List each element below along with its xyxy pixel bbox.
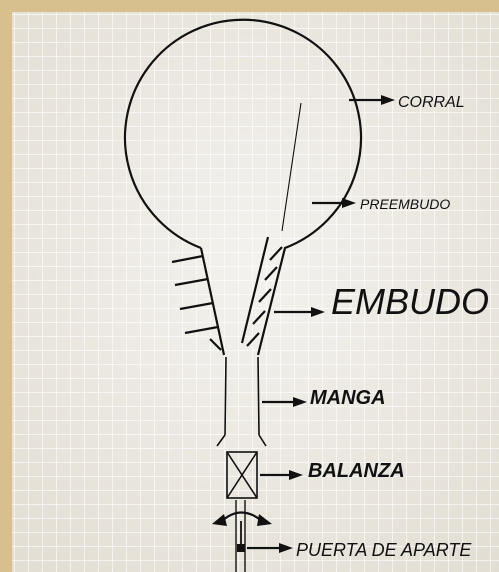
label-embudo: EMBUDO — [331, 281, 489, 322]
corral-outline — [123, 18, 363, 356]
label-arrows — [247, 95, 395, 553]
embudo-left-wall — [199, 247, 226, 356]
label-preembudo: PREEMBUDO — [360, 196, 450, 212]
embudo-left-hatching — [171, 254, 222, 351]
embudo-right-hatching — [240, 236, 283, 347]
label-balanza: BALANZA — [308, 460, 405, 482]
preembudo-line — [281, 102, 302, 232]
label-manga: MANGA — [310, 387, 386, 409]
label-puerta-de-aparte: PUERTA DE APARTE — [296, 540, 472, 560]
label-corral: CORRAL — [398, 94, 465, 111]
balanza-scale-box — [226, 451, 258, 499]
manga-chute — [216, 356, 267, 447]
puerta-de-aparte-gate — [212, 511, 272, 552]
